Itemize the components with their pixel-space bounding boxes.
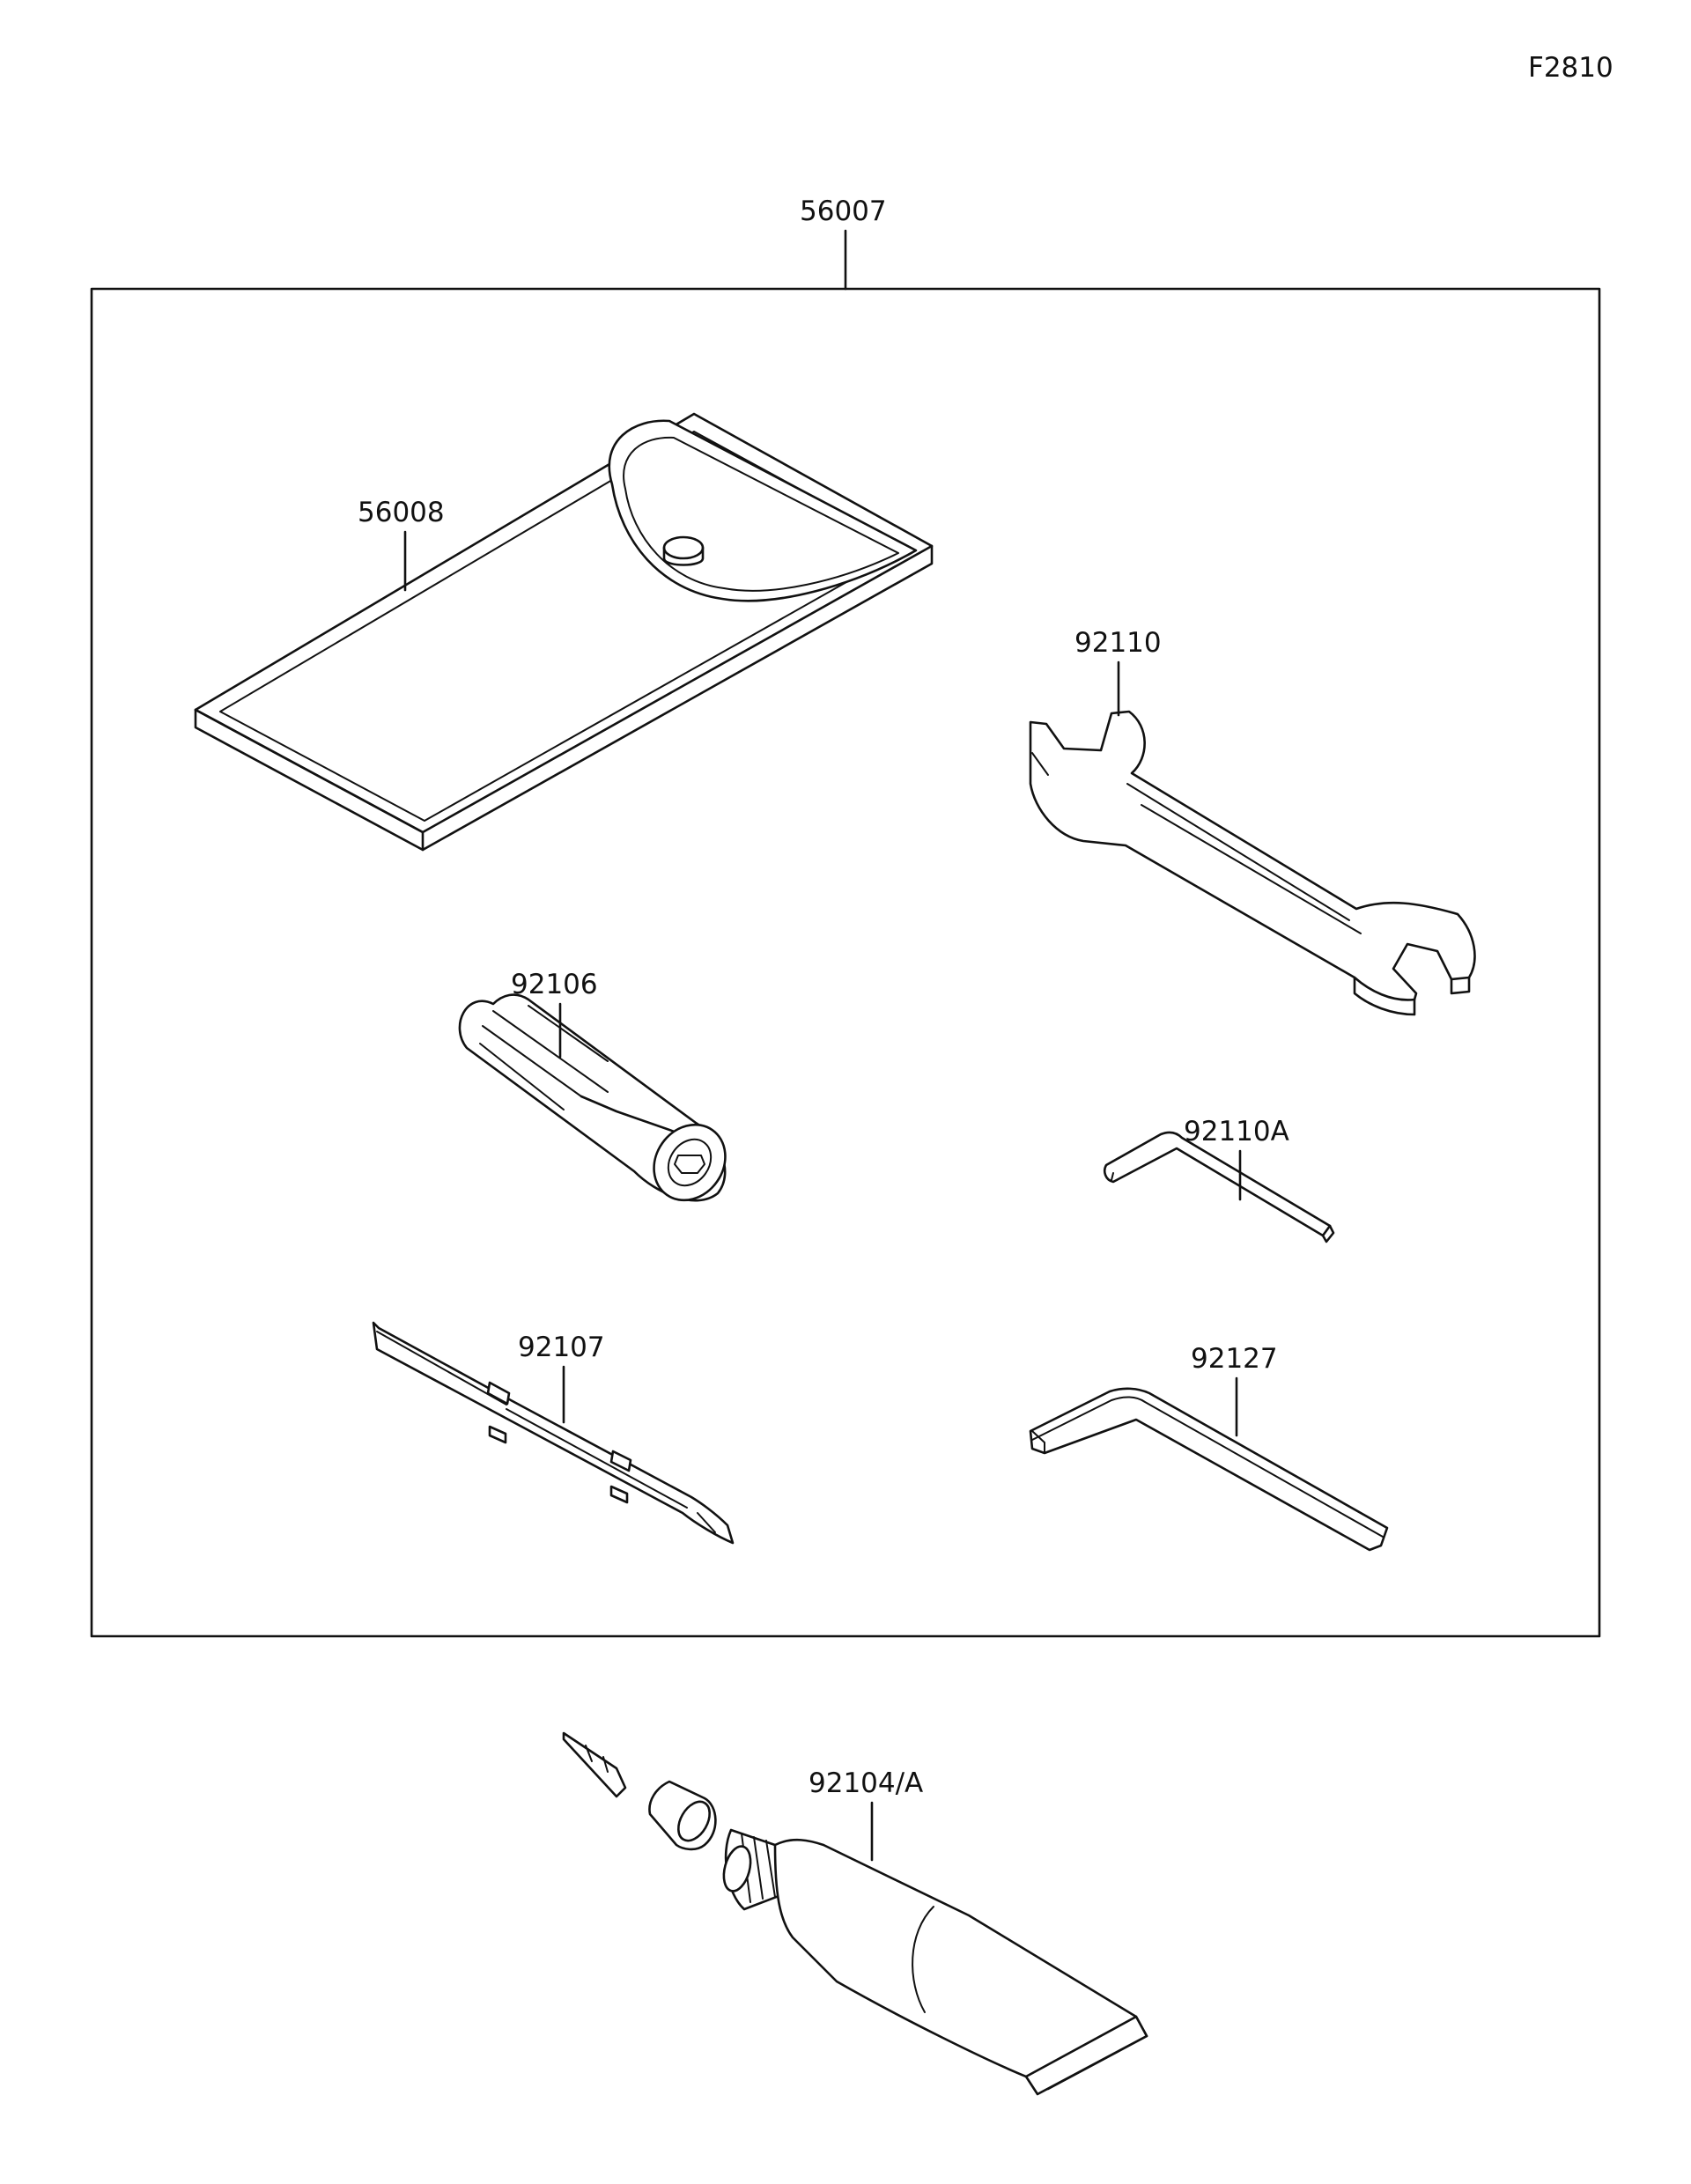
large-hex-key-label: 92127: [1191, 1343, 1278, 1375]
open-end-wrench-drawing: [1029, 710, 1476, 1016]
screwdriver-label: 92107: [518, 1332, 605, 1363]
grease-tube-label: 92104/A: [809, 1767, 923, 1799]
figure-code: F2810: [1528, 52, 1613, 84]
grease-tube-drawing: [562, 1731, 1148, 2096]
small-hex-key-drawing: [1103, 1131, 1335, 1243]
pouch-label: 56008: [358, 497, 445, 528]
kit-frame: [90, 287, 1601, 1638]
kit-label: 56007: [800, 196, 887, 227]
large-hex-key-drawing: [1029, 1387, 1389, 1552]
tool-pouch-drawing: [194, 412, 934, 852]
screwdriver-drawing: [372, 1321, 735, 1545]
wrench-label: 92110: [1074, 627, 1162, 659]
handle-label: 92106: [511, 969, 598, 1000]
small-hex-key-label: 92110A: [1184, 1116, 1289, 1147]
tool-handle-drawing: [458, 993, 727, 1202]
